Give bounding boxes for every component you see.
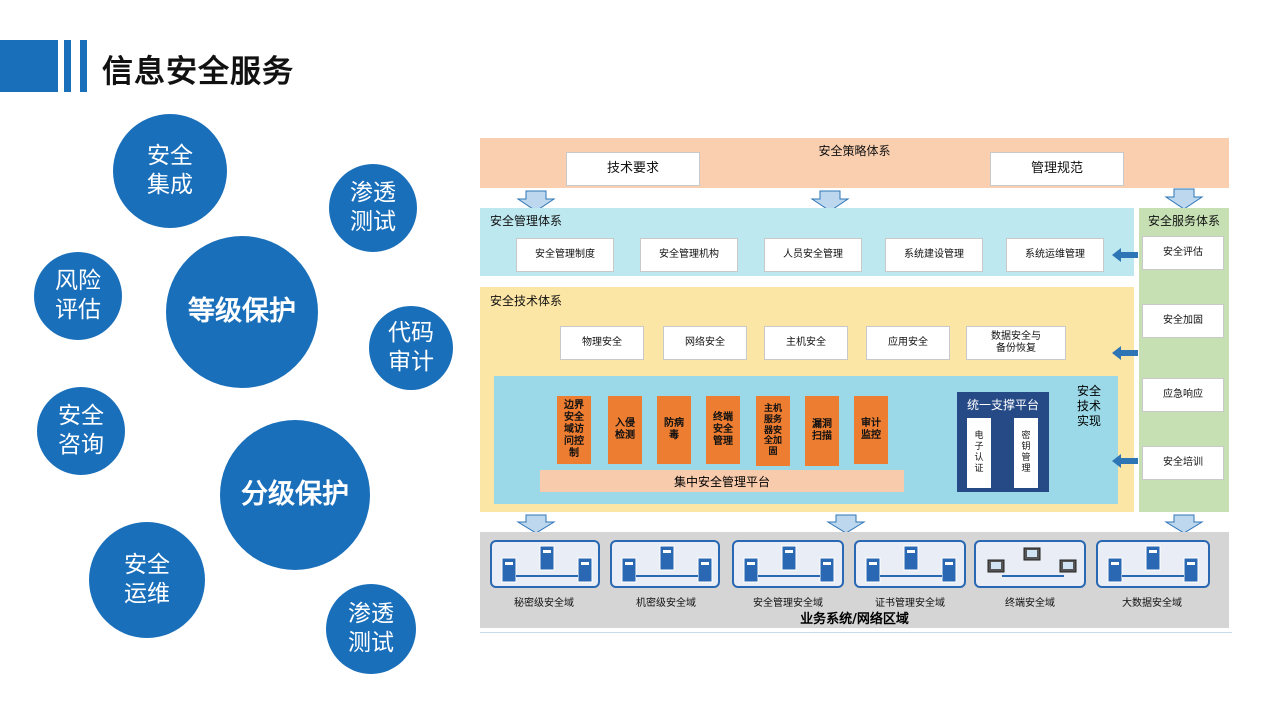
zone-label: 大数据安全域 xyxy=(1122,598,1182,609)
mgmt-item: 系统运维管理 xyxy=(1006,238,1104,272)
service-title: 安全服务体系 xyxy=(1147,214,1220,228)
technology-title: 安全技术体系 xyxy=(490,294,563,308)
mgmt-item: 安全管理机构 xyxy=(640,238,738,272)
tech-item: 应用安全 xyxy=(866,326,950,360)
orange-module: 审计 监控 xyxy=(854,396,888,464)
header-accent-bar xyxy=(80,40,87,92)
key-management-box: 密 钥 管 理 xyxy=(1014,418,1038,488)
service-item: 安全培训 xyxy=(1142,446,1224,480)
zone-label: 终端安全域 xyxy=(1005,598,1055,609)
orange-module: 边界 安全 域访 问控 制 xyxy=(557,396,591,464)
orange-module: 防病 毒 xyxy=(657,396,691,464)
server-icons xyxy=(501,545,1199,583)
tech-requirements-box: 技术要求 xyxy=(566,152,700,186)
circle-pentest-bottom: 渗透 测试 xyxy=(326,584,416,674)
down-arrow-icon xyxy=(516,190,556,212)
down-arrow-icon xyxy=(1164,514,1204,534)
down-arrow-icon xyxy=(826,514,866,534)
page-title: 信息安全服务 xyxy=(102,54,294,90)
business-layer-title: 业务系统/网络区域 xyxy=(800,612,909,627)
orange-module: 入侵 检测 xyxy=(608,396,642,464)
bottom-divider xyxy=(480,632,1232,633)
tech-item: 物理安全 xyxy=(560,326,644,360)
down-arrow-icon xyxy=(810,190,850,212)
mgmt-item: 安全管理制度 xyxy=(516,238,614,272)
left-arrow-icon xyxy=(1112,454,1138,468)
support-platform-title: 统一支撑平台 xyxy=(966,398,1039,412)
tech-item: 主机安全 xyxy=(764,326,848,360)
circle-pentest-top: 渗透 测试 xyxy=(329,164,417,252)
circle-grade-protection: 分级保护 xyxy=(220,420,370,570)
circle-security-integration: 安全 集成 xyxy=(113,114,227,228)
tech-implementation-label: 安全 技术 实现 xyxy=(1076,384,1101,428)
mgmt-item: 人员安全管理 xyxy=(764,238,862,272)
zone-label: 证书管理安全域 xyxy=(875,598,945,609)
zone-label: 秘密级安全域 xyxy=(514,598,574,609)
service-item: 安全评估 xyxy=(1142,236,1224,270)
header-accent-bar xyxy=(64,40,71,92)
zone-label: 机密级安全域 xyxy=(636,598,696,609)
central-management-platform: 集中安全管理平台 xyxy=(540,470,904,492)
mgmt-item: 系统建设管理 xyxy=(885,238,983,272)
zone-label: 安全管理安全域 xyxy=(753,598,823,609)
policy-title: 安全策略体系 xyxy=(818,144,891,158)
circle-level-protection: 等级保护 xyxy=(166,236,318,388)
tech-item: 数据安全与 备份恢复 xyxy=(966,326,1066,360)
down-arrow-icon xyxy=(1164,188,1204,210)
management-norms-box: 管理规范 xyxy=(990,152,1124,186)
e-authentication-box: 电 子 认 证 xyxy=(967,418,991,488)
tech-item: 网络安全 xyxy=(663,326,747,360)
security-architecture-diagram: 安全策略体系 技术要求 管理规范 安全管理体系 安全管理制度 安全管理机构 人员… xyxy=(480,136,1232,636)
management-title: 安全管理体系 xyxy=(490,214,563,228)
orange-module: 漏洞 扫描 xyxy=(805,396,839,466)
orange-module: 主机 服务 器安 全加 固 xyxy=(756,396,790,466)
service-item: 应急响应 xyxy=(1142,378,1224,412)
orange-module: 终端 安全 管理 xyxy=(706,396,740,464)
down-arrow-icon xyxy=(516,514,556,534)
left-arrow-icon xyxy=(1112,346,1138,360)
circle-security-ops: 安全 运维 xyxy=(89,522,205,638)
header-accent-block xyxy=(0,40,58,92)
left-arrow-icon xyxy=(1112,248,1138,262)
circle-risk-assessment: 风险 评估 xyxy=(34,252,122,340)
service-item: 安全加固 xyxy=(1142,304,1224,338)
circle-security-consulting: 安全 咨询 xyxy=(37,387,125,475)
circle-code-audit: 代码 审计 xyxy=(369,306,453,390)
